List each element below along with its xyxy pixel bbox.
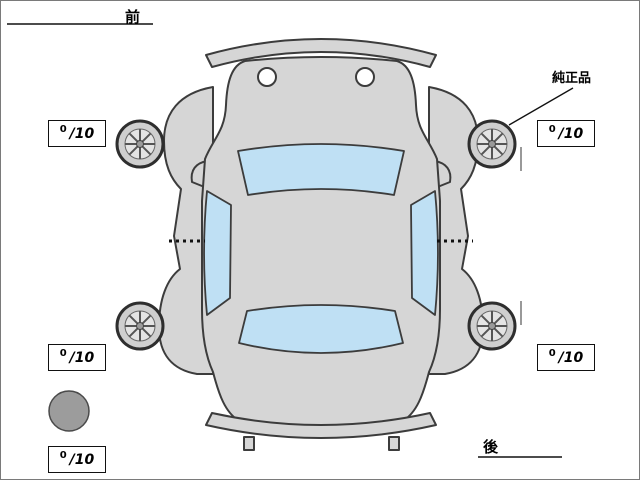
left-side-window: [203, 190, 232, 316]
front-label: 前: [125, 8, 141, 26]
rear-label: 後: [483, 438, 499, 456]
windshield: [237, 143, 405, 196]
rear-right-flap: [388, 436, 400, 451]
hood-circle-right: [355, 67, 375, 87]
wheel-front-right-icon: [467, 119, 517, 169]
tread-score-front-left: 0 /10: [48, 120, 106, 147]
tread-value: 0: [59, 450, 67, 461]
rear-bumper: [205, 412, 437, 439]
tread-max: /10: [69, 125, 95, 142]
wheel-front-left-icon: [115, 119, 165, 169]
tread-score-spare: 0 /10: [48, 446, 106, 473]
tread-value: 0: [548, 124, 556, 135]
car-windows: [203, 143, 439, 354]
car-central-body: [201, 56, 441, 429]
tread-score-rear-right: 0 /10: [537, 344, 595, 371]
genuine-part-pointer-line: [508, 87, 574, 126]
tread-score-front-right: 0 /10: [537, 120, 595, 147]
car-left-side-panel: [158, 86, 214, 375]
tread-value: 0: [59, 124, 67, 135]
spare-tire-circle-icon: [48, 390, 90, 432]
tread-max: /10: [558, 349, 584, 366]
tread-value: 0: [59, 348, 67, 359]
front-bumper: [205, 38, 437, 68]
tread-value: 0: [548, 348, 556, 359]
wheel-rear-right-icon: [467, 301, 517, 351]
rear-left-flap: [243, 436, 255, 451]
wheel-rear-left-icon: [115, 301, 165, 351]
genuine-part-label: 純正品: [552, 71, 592, 86]
tread-max: /10: [558, 125, 584, 142]
tread-score-rear-left: 0 /10: [48, 344, 106, 371]
right-side-window: [410, 190, 439, 316]
rear-window: [238, 304, 404, 354]
tread-max: /10: [69, 451, 95, 468]
tread-max: /10: [69, 349, 95, 366]
hood-circle-left: [257, 67, 277, 87]
